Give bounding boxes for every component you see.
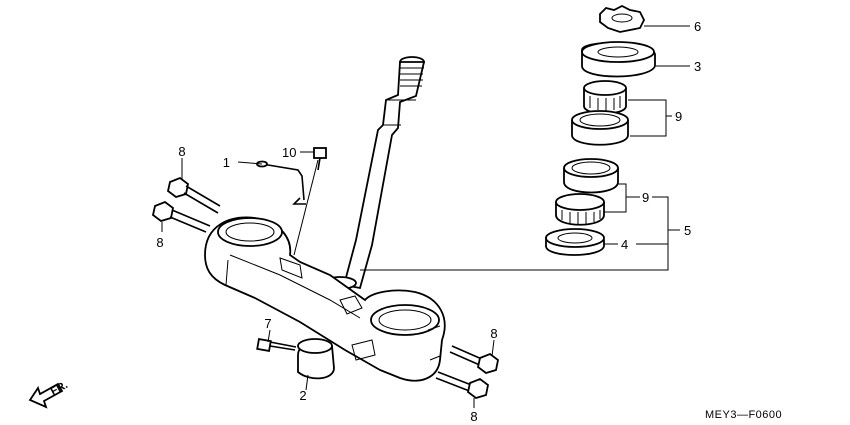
upper-bearing-race-top [583, 80, 627, 115]
lower-bearing-outer-race [563, 158, 619, 194]
steering-stem-shaft [323, 56, 426, 290]
leader-lines [161, 25, 690, 408]
pinch-bolt-lower-right [435, 371, 489, 399]
front-direction-label: FR. [49, 379, 70, 398]
lower-fork-bridge [204, 216, 446, 382]
dust-seal-3 [581, 41, 656, 78]
cable-guide-clamp [297, 338, 335, 380]
callout-8-upper-left: 8 [178, 144, 185, 159]
callout-4: 4 [621, 237, 628, 252]
steering-stem-nut [599, 4, 646, 33]
callout-8-lower-left: 8 [156, 235, 163, 250]
callout-6: 6 [694, 19, 701, 34]
callout-8-upper-right: 8 [490, 326, 497, 341]
callout-9-upper: 9 [675, 109, 682, 124]
lower-bearing-roller [555, 193, 605, 226]
upper-bearing-outer-race [571, 110, 629, 146]
front-direction-arrow [28, 382, 64, 409]
flange-bolt-7 [256, 337, 297, 353]
callout-7: 7 [264, 316, 271, 331]
diagram-code: MEY3—F0600 [705, 409, 782, 421]
callout-8-lower-right: 8 [470, 409, 477, 424]
callout-1: 1 [223, 155, 230, 170]
callout-3: 3 [694, 59, 701, 74]
wire-guide [256, 160, 306, 205]
screw-10 [313, 147, 327, 171]
pinch-bolt-lower-left [151, 200, 211, 233]
callout-2: 2 [299, 388, 306, 403]
pinch-bolt-upper-left [166, 176, 221, 214]
callout-10: 10 [282, 145, 296, 160]
pinch-bolt-upper-right [449, 345, 499, 374]
callout-5: 5 [684, 223, 691, 238]
callout-9-lower: 9 [642, 190, 649, 205]
dust-seal-4 [545, 228, 605, 256]
